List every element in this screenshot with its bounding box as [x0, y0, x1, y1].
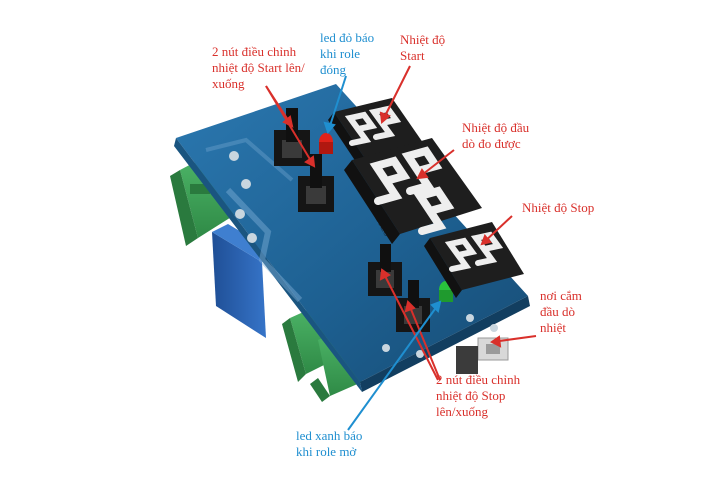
temp-stop-label: Nhiệt độ Stop: [522, 200, 595, 215]
green-led-label: led xanh báo khi role mở: [296, 428, 363, 459]
red-led-label: led đỏ báo khi role đóng: [320, 30, 375, 77]
temp-start-label: Nhiệt độ Start: [400, 32, 446, 63]
seven-segment-digit: [444, 237, 478, 272]
stop-down-button: [396, 280, 430, 332]
red-led: [319, 133, 333, 154]
probe-socket: [456, 337, 509, 374]
measured-temp-label: Nhiệt độ đầu dò đo được: [462, 120, 530, 151]
seven-segment-digit: [369, 156, 411, 205]
stop-temperature-display: [424, 222, 524, 298]
seven-segment-digit: [368, 105, 402, 140]
annotation-arrows-blue: [323, 75, 442, 431]
pcb-board: F2025: [174, 84, 530, 392]
stop-buttons-label: 2 nút điều chỉnh nhiệt độ Stop lên/xuống: [436, 372, 521, 419]
seven-segment-digit: [344, 111, 378, 146]
start-buttons-label: 2 nút điều chỉnh nhiệt độ Start lên/ xuố…: [212, 44, 305, 91]
seven-segment-digit: [413, 186, 455, 235]
annotation-arrows-red: [265, 65, 537, 381]
probe-socket-label: nơi cắm đầu dò nhiệt: [540, 288, 582, 335]
